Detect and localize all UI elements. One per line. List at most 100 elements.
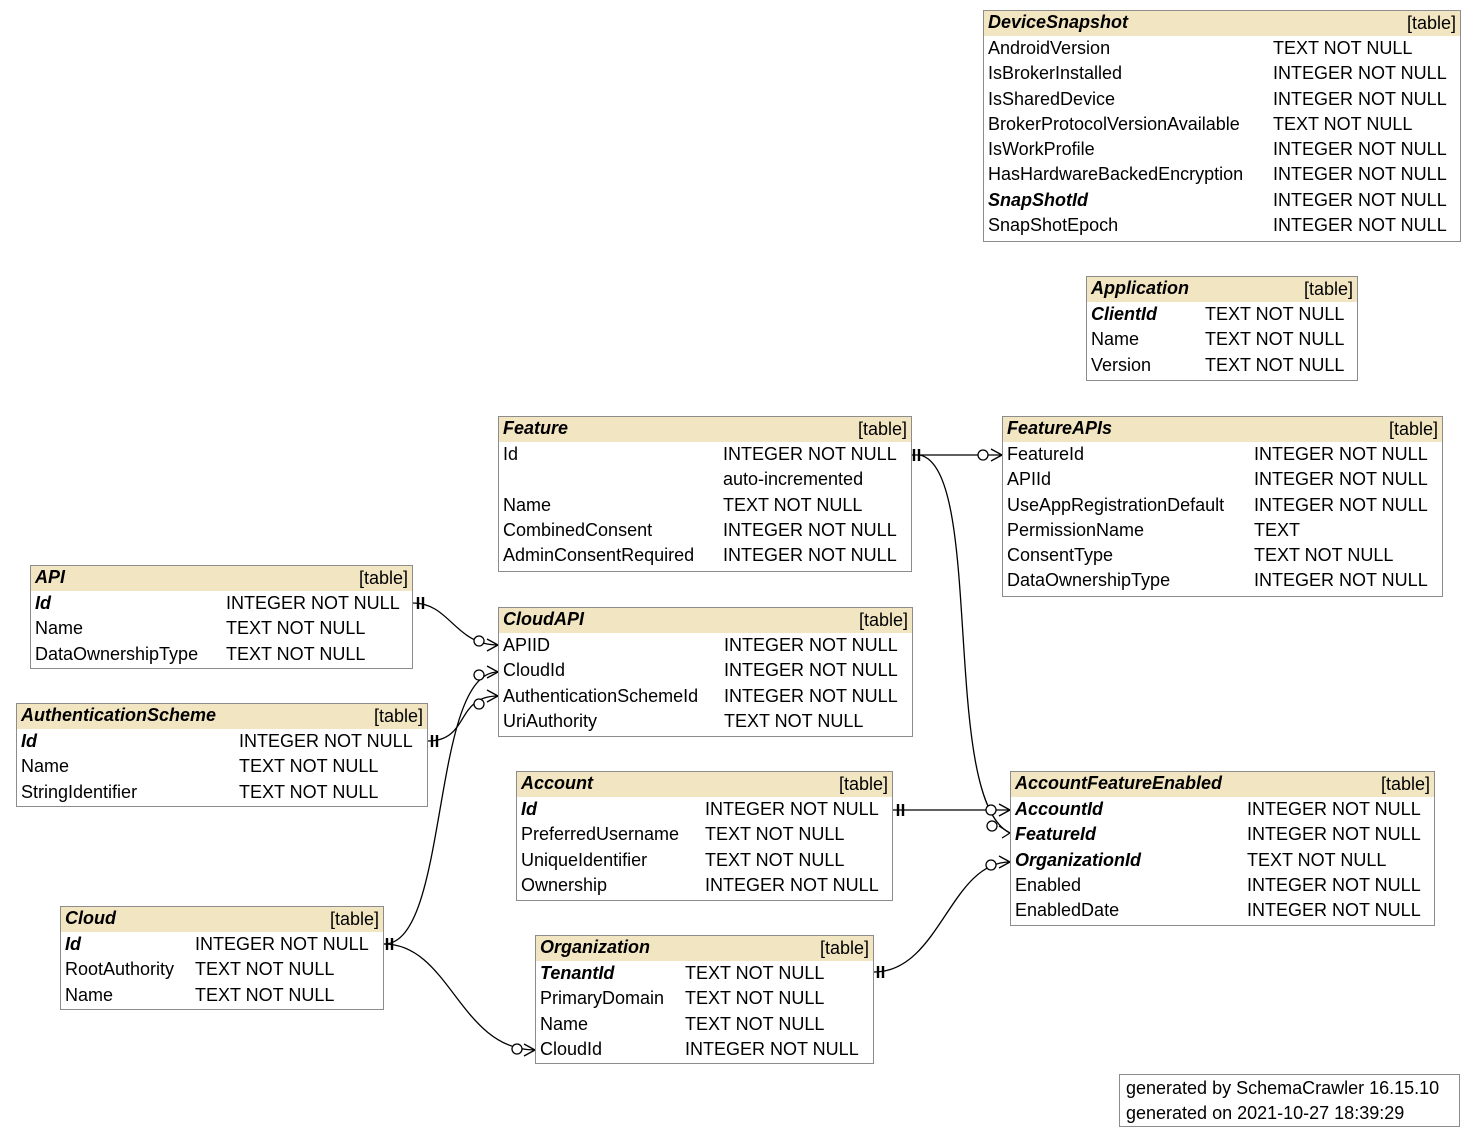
column-name: TenantId	[540, 963, 615, 983]
column-row: AccountId INTEGER NOT NULL	[1011, 797, 1434, 822]
column-type: INTEGER NOT NULL	[724, 685, 898, 706]
column-type: TEXT NOT NULL	[685, 988, 825, 1009]
table-header: DeviceSnapshot [table]	[984, 11, 1460, 36]
column-name: AccountId	[1015, 799, 1103, 819]
table-cloud: Cloud [table] Id INTEGER NOT NULL RootAut…	[60, 906, 384, 1010]
rel-cloud-cloudapi	[383, 671, 499, 945]
table-header: Application [table]	[1087, 277, 1357, 302]
column-name: CloudId	[540, 1038, 603, 1059]
column-type: INTEGER NOT NULL	[1254, 469, 1428, 490]
column-type: TEXT NOT NULL	[723, 494, 863, 515]
column-name: HasHardwareBackedEncryption	[988, 164, 1244, 185]
column-type: TEXT NOT NULL	[1273, 113, 1413, 134]
column-name: Enabled	[1015, 874, 1082, 895]
column-type: TEXT NOT NULL	[195, 984, 335, 1005]
column-type: TEXT NOT NULL	[226, 618, 366, 639]
table-header: Cloud [table]	[61, 907, 383, 932]
column-name: AdminConsentRequired	[503, 545, 695, 566]
column-row: Name TEXT NOT NULL	[31, 616, 412, 641]
column-row: OrganizationId TEXT NOT NULL	[1011, 848, 1434, 873]
generation-info: generated by SchemaCrawler 16.15.10 gene…	[1119, 1074, 1460, 1127]
table-type: [table]	[838, 774, 888, 794]
column-type: INTEGER NOT NULL	[685, 1038, 859, 1059]
table-name: Account	[521, 773, 593, 793]
column-name: OrganizationId	[1015, 849, 1141, 870]
column-name: FeatureId	[1007, 444, 1085, 464]
table-type: [table]	[329, 909, 379, 929]
column-name: Id	[65, 934, 81, 954]
column-name: RootAuthority	[65, 959, 175, 980]
column-type: INTEGER NOT NULL	[1247, 874, 1421, 895]
column-name: DataOwnershipType	[35, 643, 199, 664]
column-type: TEXT NOT NULL	[685, 1013, 825, 1034]
column-row: FeatureId INTEGER NOT NULL	[1003, 442, 1442, 467]
column-name: UseAppRegistrationDefault	[1007, 494, 1225, 515]
column-type: INTEGER NOT NULL	[1247, 799, 1421, 819]
column-type: auto-incremented	[723, 469, 864, 490]
column-row: Id INTEGER NOT NULL	[17, 729, 427, 754]
column-type: INTEGER NOT NULL	[723, 545, 897, 566]
table-name: FeatureAPIs	[1007, 418, 1113, 438]
column-name: Name	[65, 984, 114, 1005]
column-name: APIID	[503, 635, 551, 655]
column-name: DataOwnershipType	[1007, 570, 1171, 591]
table-type: [table]	[858, 610, 908, 630]
column-type: INTEGER NOT NULL	[195, 934, 369, 954]
column-type: INTEGER NOT NULL	[705, 799, 879, 819]
column-type: INTEGER NOT NULL	[1273, 189, 1447, 210]
column-type: INTEGER NOT NULL	[724, 635, 898, 655]
rel-cloud-organization	[383, 943, 536, 1051]
column-name: APIId	[1007, 469, 1052, 490]
table-name: Organization	[540, 937, 651, 957]
table-type: [table]	[373, 706, 423, 726]
column-name: IsSharedDevice	[988, 88, 1116, 109]
column-type: INTEGER NOT NULL	[226, 593, 400, 613]
column-type: TEXT NOT NULL	[1254, 545, 1394, 566]
column-type: TEXT NOT NULL	[239, 781, 379, 802]
table-name: Feature	[503, 418, 569, 438]
column-type: INTEGER NOT NULL	[239, 731, 413, 751]
column-name: Name	[35, 618, 84, 639]
table-type: [table]	[1388, 419, 1438, 439]
column-name: IsWorkProfile	[988, 139, 1095, 160]
column-name: UniqueIdentifier	[521, 849, 648, 870]
column-name: PermissionName	[1007, 519, 1145, 540]
column-name: CombinedConsent	[503, 519, 653, 540]
column-name: AndroidVersion	[988, 38, 1111, 58]
column-type: INTEGER NOT NULL	[1273, 164, 1447, 185]
rel-feature-accountfeature	[919, 454, 1011, 834]
column-name: BrokerProtocolVersionAvailable	[988, 113, 1240, 134]
column-type: TEXT NOT NULL	[1205, 329, 1345, 350]
table-type: [table]	[819, 938, 869, 958]
column-row: CombinedConsent INTEGER NOT NULL	[499, 518, 911, 543]
table-name: CloudAPI	[503, 609, 584, 629]
column-type: INTEGER NOT NULL	[723, 444, 897, 464]
column-type: INTEGER NOT NULL	[1254, 444, 1428, 464]
generated-by-text: generated by SchemaCrawler 16.15.10	[1126, 1078, 1440, 1098]
column-type: TEXT NOT NULL	[1247, 849, 1387, 870]
column-name: SnapShotEpoch	[988, 215, 1119, 236]
table-header: Account [table]	[517, 772, 892, 797]
table-type: [table]	[1303, 279, 1353, 299]
column-name: Id	[21, 731, 37, 751]
rel-organization-accountfeature	[873, 861, 1011, 973]
column-type: INTEGER NOT NULL	[723, 519, 897, 540]
column-row: BrokerProtocolVersionAvailable TEXT NOT N…	[984, 112, 1460, 137]
